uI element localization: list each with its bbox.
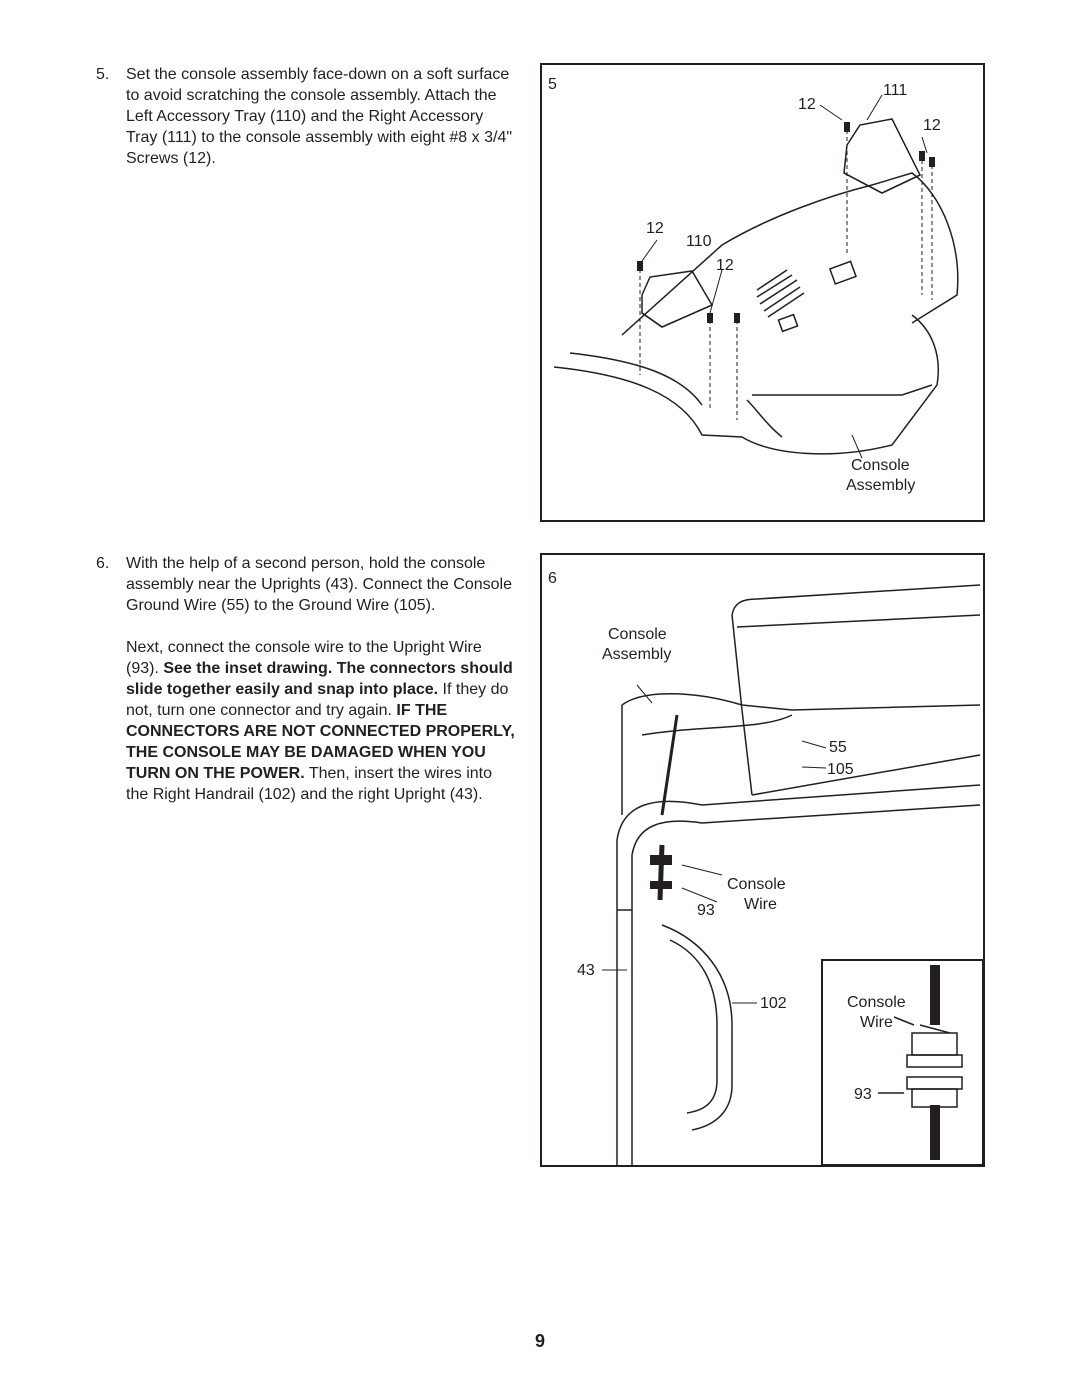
figure-5: 5 12 111 12 12 110 12 Console Assembly — [540, 63, 985, 522]
label-console-wire-1: Console — [727, 876, 786, 893]
label-ground-wire-105: 105 — [827, 761, 854, 778]
label-console-assembly: Assembly — [846, 477, 915, 494]
step-6-text-b: If they do not, turn one connector and t… — [126, 681, 509, 719]
screws-12 — [637, 122, 935, 323]
label-upright-wire-93: 93 — [697, 902, 715, 919]
label-console-6: Console — [608, 626, 667, 643]
step-6-warning: IF THE CONNECTORS ARE NOT CONNECTED PROP… — [126, 702, 515, 782]
label-screw-12-mid-right: 12 — [716, 257, 734, 274]
step-6-bold-inset-note: See the inset drawing. The connectors sh… — [126, 660, 513, 698]
step-6-paragraph-1: With the help of a second person, hold t… — [126, 555, 512, 614]
figure-5-illustration: 5 12 111 12 12 110 12 Console Assembly — [548, 76, 959, 494]
label-handrail-102: 102 — [760, 995, 787, 1012]
step-6-text-c: Then, insert the wires into the Right Ha… — [126, 765, 493, 803]
connector-inset — [821, 959, 983, 1165]
label-console: Console — [851, 457, 910, 474]
figure-6: 6 Console Assembly 55 105 Console Wire 9… — [540, 553, 985, 1167]
figure-5-number: 5 — [548, 76, 557, 93]
label-console-assembly-6: Assembly — [602, 646, 671, 663]
label-screw-12-top-right: 12 — [923, 117, 941, 134]
console-drawing — [616, 584, 981, 1165]
label-console-wire-2: Wire — [744, 896, 777, 913]
label-screw-12-mid-left: 12 — [646, 220, 664, 237]
right-accessory-tray-111 — [843, 118, 922, 194]
inset-label-93: 93 — [854, 1086, 872, 1103]
label-upright-43: 43 — [577, 962, 595, 979]
step-5-number: 5. — [96, 66, 110, 83]
screw-alignment-lines — [639, 130, 933, 420]
connectors-on-wire — [650, 855, 672, 889]
step-6: 6. With the help of a second person, hol… — [96, 553, 516, 805]
label-left-tray-110: 110 — [686, 233, 712, 250]
step-6-paragraph-2: Next, connect the console wire to the Up… — [126, 637, 516, 805]
step-5-text: Set the console assembly face-down on a … — [126, 66, 513, 167]
leader-lines-6 — [602, 684, 827, 1004]
page-number: 9 — [534, 1331, 545, 1351]
step-6-text-a: Next, connect the console wire to the Up… — [126, 639, 482, 677]
inset-label-console: Console — [847, 994, 906, 1011]
label-screw-12-top-left: 12 — [798, 96, 816, 113]
step-5: 5. Set the console assembly face-down on… — [96, 64, 516, 169]
console-assembly-drawing — [553, 172, 959, 455]
step-6-number: 6. — [96, 555, 110, 572]
left-accessory-tray-110 — [641, 270, 714, 328]
label-right-tray-111: 111 — [883, 82, 907, 99]
inset-label-wire: Wire — [860, 1014, 893, 1031]
label-ground-wire-55: 55 — [829, 739, 847, 756]
leader-lines — [641, 94, 928, 459]
figure-6-number: 6 — [548, 570, 557, 587]
figure-6-illustration: 6 Console Assembly 55 105 Console Wire 9… — [548, 570, 983, 1165]
